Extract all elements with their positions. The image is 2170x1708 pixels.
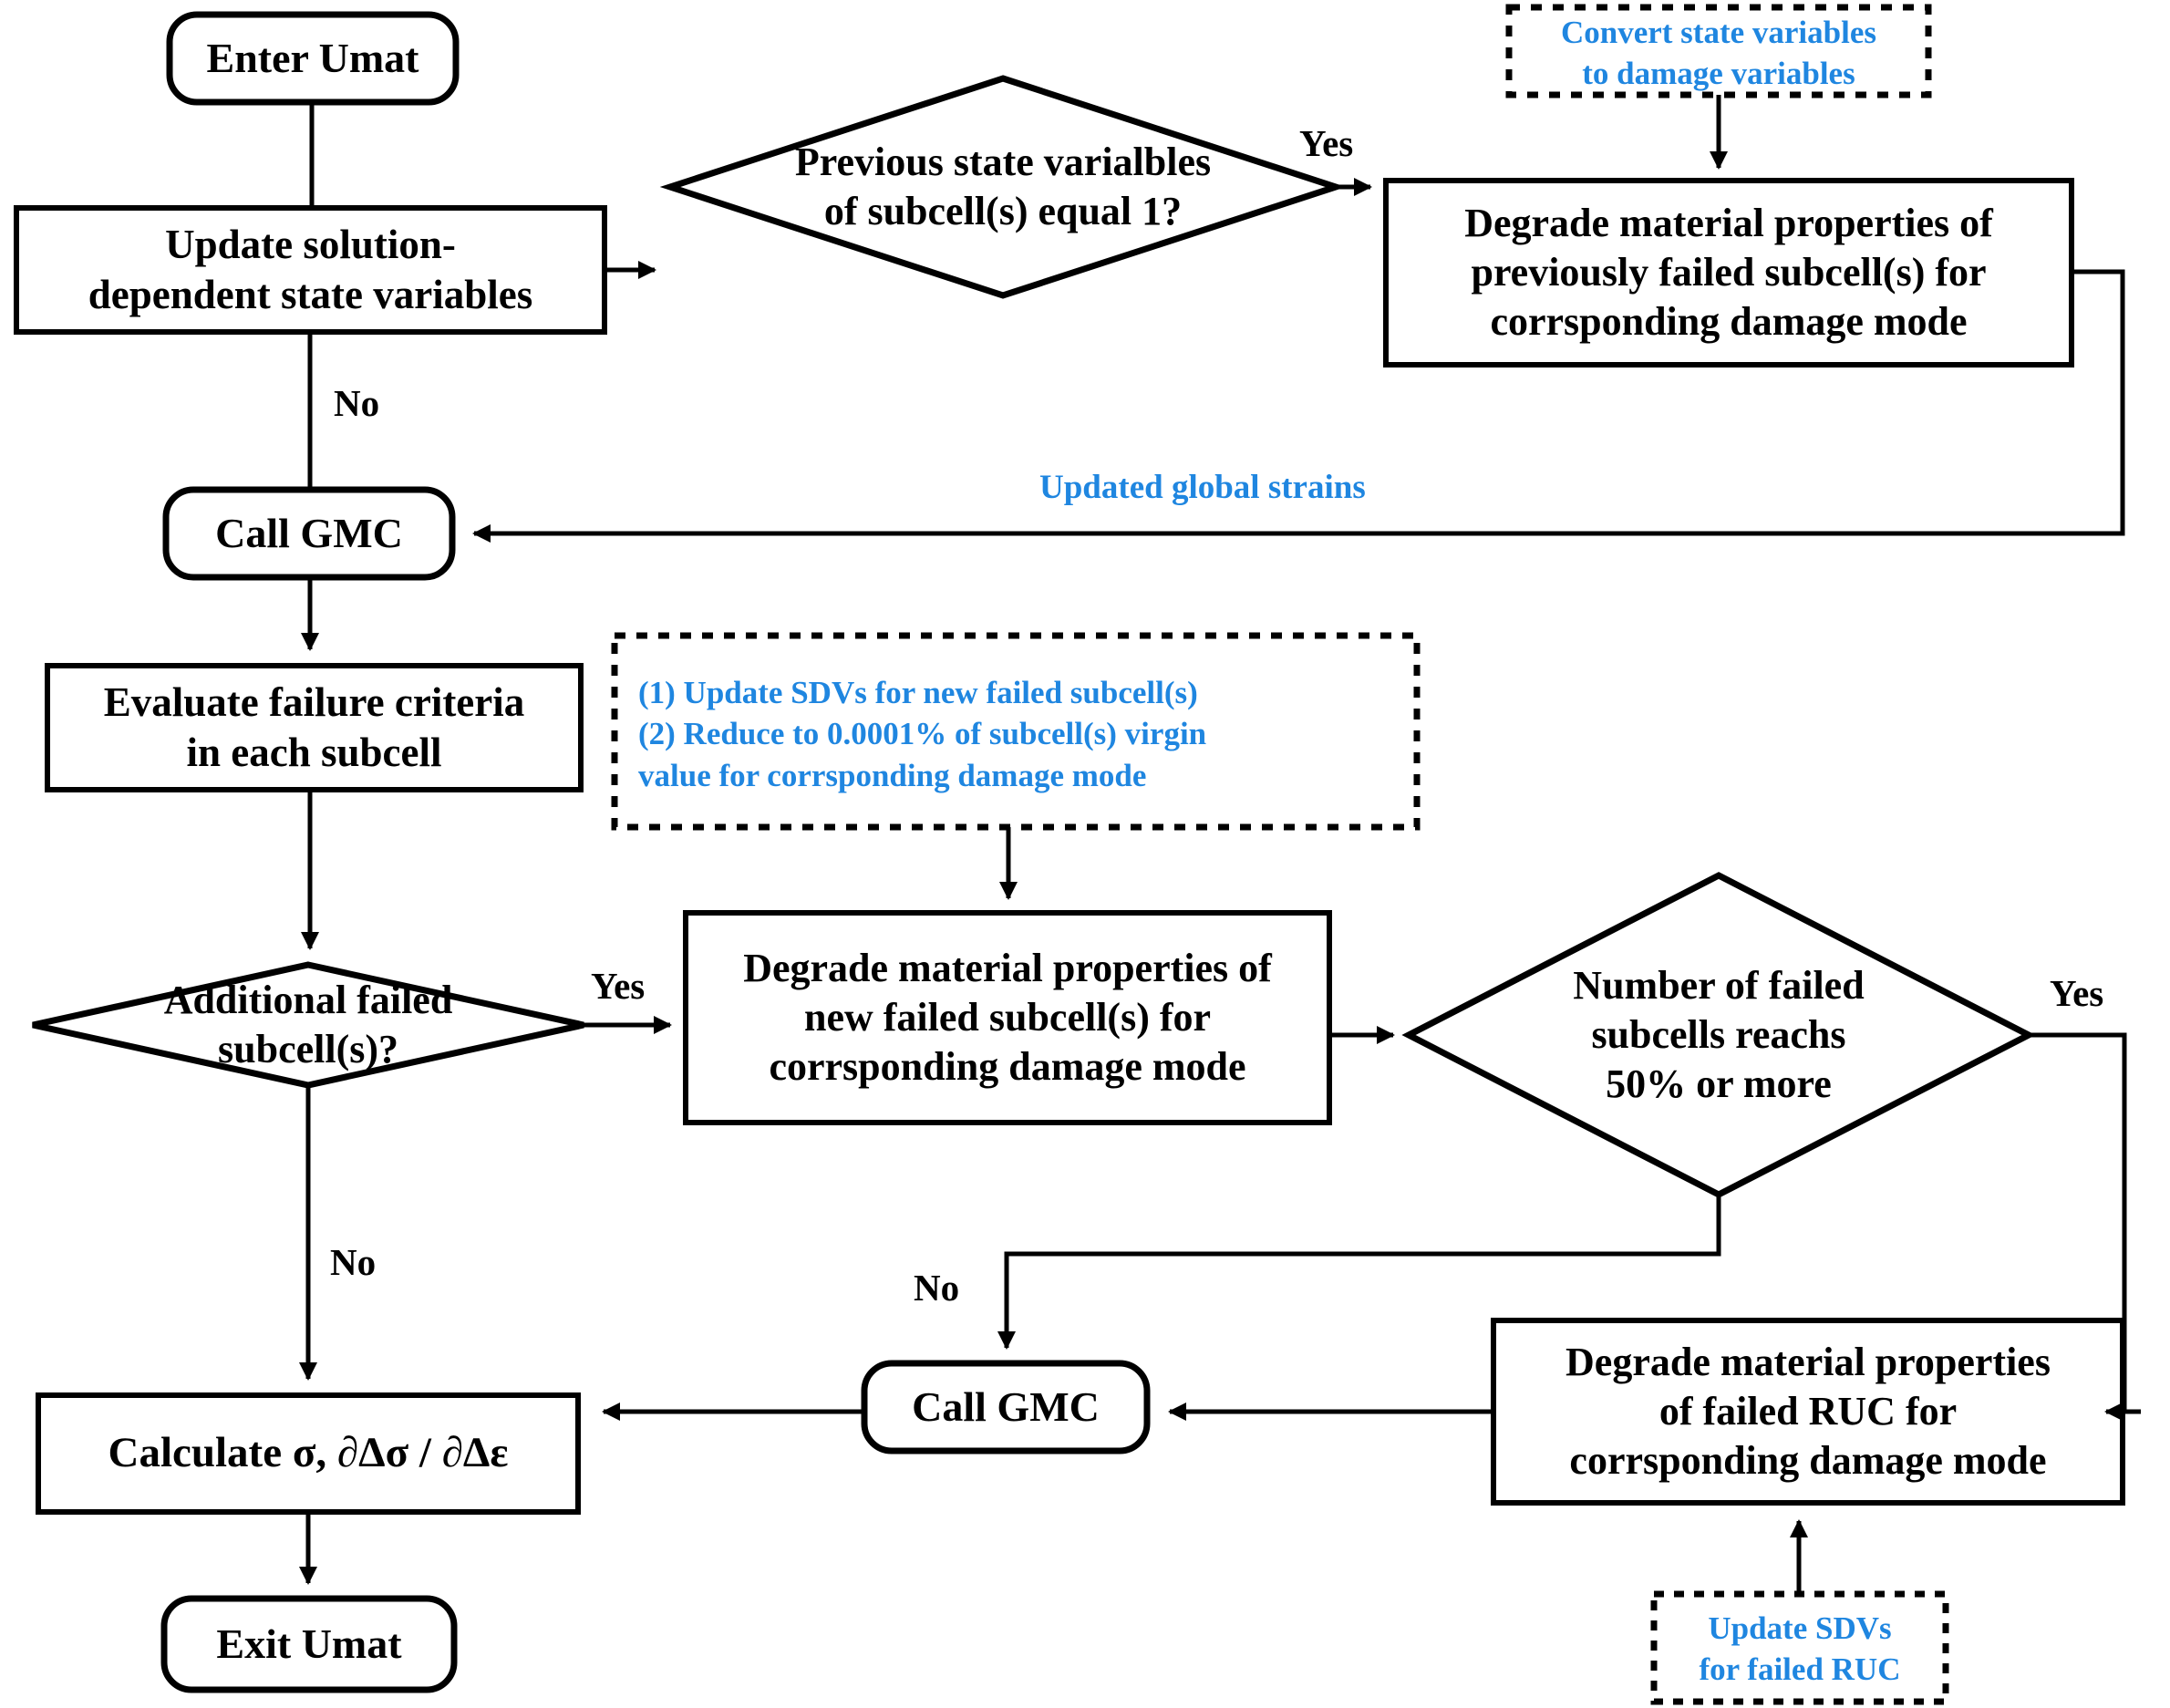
node-degrade-failed-ruc (1491, 1318, 2125, 1506)
edge-label-no-prev-state: No (334, 382, 380, 424)
note-convert-state-vars-label: Convert state variables to damage variab… (1509, 11, 1928, 95)
note-convert-line-2: to damage variables (1582, 56, 1855, 91)
note-sdv-line-1: (1) Update SDVs for new failed subcell(s… (638, 674, 1198, 710)
note-update-sdv-reduce-label: (1) Update SDVs for new failed subcell(s… (638, 657, 1413, 812)
edge-fifty-no (997, 1195, 1721, 1350)
edge-label-no-additional: No (330, 1241, 377, 1283)
edge-label-yes-prev-state: Yes (1299, 122, 1354, 164)
node-call-gmc-top (162, 486, 456, 581)
edge-label-yes-fifty: Yes (2050, 972, 2104, 1014)
note-convert-state-vars-box (1505, 4, 1932, 98)
edge-label-updated-global-strains: Updated global strains (1039, 469, 1366, 506)
note-sdv-line-3: value for corrsponding damage mode (638, 757, 1147, 793)
node-call-gmc-bottom (861, 1360, 1151, 1454)
node-additional-failed-check (32, 961, 584, 1089)
node-enter-umat (166, 11, 460, 106)
edge-degrade-prev-to-callgmc (472, 269, 2125, 543)
node-exit-umat (160, 1595, 458, 1693)
node-degrade-prev-failed (1383, 178, 2074, 367)
node-degrade-new-failed (683, 910, 1332, 1125)
note-ruc-line-1: Update SDVs (1708, 1610, 1892, 1646)
note-update-sdv-ruc-label: Update SDVs for failed RUC (1654, 1598, 1946, 1700)
note-update-sdv-ruc-box (1650, 1590, 1949, 1705)
node-prev-state-check (659, 75, 1347, 299)
node-calculate-stress (36, 1392, 581, 1515)
edge-fifty-yes (2029, 1032, 2141, 1414)
note-convert-line-1: Convert state variables (1560, 14, 1877, 50)
node-update-sdv (14, 205, 607, 335)
edge-label-no-fifty: No (914, 1267, 960, 1309)
node-failed-50-check (1401, 872, 2036, 1198)
node-evaluate-failure (45, 663, 584, 792)
edge-label-yes-additional: Yes (591, 965, 646, 1007)
note-ruc-line-2: for failed RUC (1699, 1651, 1901, 1687)
note-sdv-line-2: (2) Reduce to 0.0001% of subcell(s) virg… (638, 716, 1207, 752)
note-update-sdv-reduce-box (611, 632, 1421, 831)
